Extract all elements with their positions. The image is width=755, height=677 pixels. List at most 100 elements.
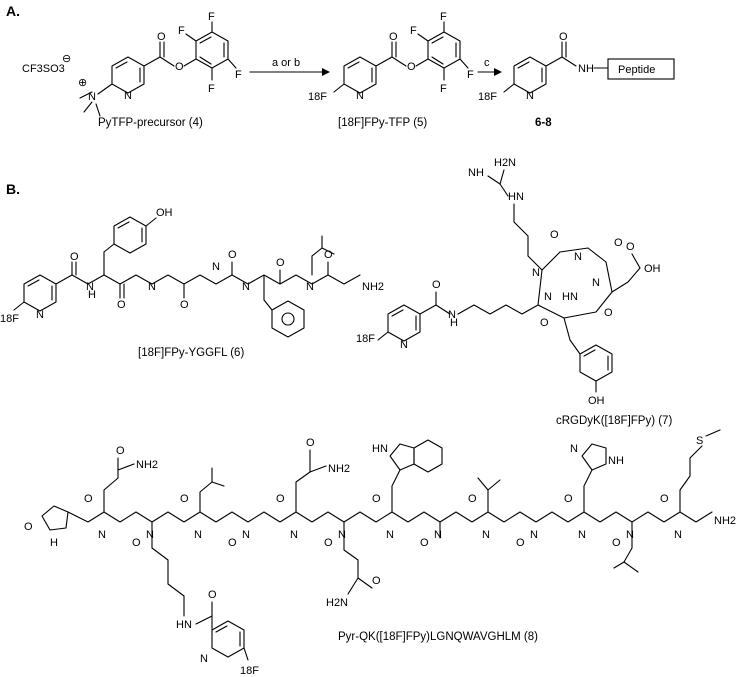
fluorine-5c: F bbox=[467, 69, 474, 81]
pyr-o1: O bbox=[84, 493, 93, 505]
pyr-o11: O bbox=[564, 493, 573, 505]
ygg-o5: O bbox=[276, 257, 285, 269]
f18-label-p: 18F bbox=[478, 91, 497, 103]
ester-o-5: O bbox=[407, 61, 416, 73]
pyr-n12: N bbox=[626, 529, 634, 541]
pyr-hn: H bbox=[50, 537, 58, 549]
crgd-oh: OH bbox=[644, 263, 661, 275]
pyr-n10: N bbox=[530, 529, 538, 541]
pyr-n11: N bbox=[578, 529, 586, 541]
pyr-caption: Pyr-QK([18F]FPy)LGNQWAVGHLM (8) bbox=[338, 631, 538, 643]
fluorine-5a: F bbox=[410, 25, 417, 37]
pyr-his-nh: NH bbox=[608, 455, 624, 467]
arrow-2-label: c bbox=[484, 57, 490, 69]
ygg-o1: O bbox=[70, 251, 79, 263]
pyr-gln-o: O bbox=[116, 445, 125, 457]
quaternary-nitrogen: N bbox=[88, 91, 96, 103]
fluorine-5b: F bbox=[440, 11, 447, 23]
pyr-trp-hn: HN bbox=[372, 443, 388, 455]
crgd-n1: N bbox=[448, 309, 456, 321]
crgd-o3: O bbox=[550, 229, 559, 241]
pyr-asn-o: O bbox=[306, 437, 315, 449]
crgd-n2: N bbox=[544, 291, 552, 303]
pyr-n5: N bbox=[290, 529, 298, 541]
crgd-n5: N bbox=[592, 277, 600, 289]
pyr-gln2-h2n: H2N bbox=[326, 597, 348, 609]
ygg-n4: N bbox=[242, 281, 250, 293]
crgd-o2: O bbox=[540, 317, 549, 329]
crgd-o6: O bbox=[626, 241, 635, 253]
crgd-o1: O bbox=[432, 279, 441, 291]
pyr-structure: O H N N N N N N N N N N N N N NH2 O O O … bbox=[24, 429, 736, 677]
ygg-o3: O bbox=[180, 299, 189, 311]
precursor-caption: PyTFP-precursor (4) bbox=[98, 117, 203, 129]
crgd-tyr-oh: OH bbox=[588, 395, 605, 407]
crgd-n4: N bbox=[574, 251, 582, 263]
ygg-structure: N 18F O H N OH O N O N O N O N bbox=[0, 207, 384, 359]
pyridine-n-5: N bbox=[356, 90, 364, 102]
pyr-o5: O bbox=[276, 493, 285, 505]
pyr-his-n: N bbox=[570, 443, 578, 455]
crgd-h2n: H2N bbox=[494, 157, 516, 169]
crgd-nh-imine: NH bbox=[468, 167, 484, 179]
pyr-gln2-o: O bbox=[372, 575, 381, 587]
pyr-o13: O bbox=[660, 493, 669, 505]
ygg-nh1: H bbox=[88, 289, 96, 301]
pyr-n1: N bbox=[98, 529, 106, 541]
pyr-n7: N bbox=[386, 529, 394, 541]
f18-label-5: 18F bbox=[308, 91, 327, 103]
carbonyl-o-p: O bbox=[559, 31, 568, 43]
section-a-label: A. bbox=[6, 3, 20, 19]
pyr-o8: O bbox=[420, 537, 429, 549]
ygg-o2: O bbox=[117, 299, 126, 311]
pyr-n13: N bbox=[674, 529, 682, 541]
ygg-oh: OH bbox=[156, 207, 173, 219]
ygg-o6: O bbox=[324, 249, 333, 261]
crgd-nh1: H bbox=[450, 317, 458, 329]
ygg-f18: 18F bbox=[0, 313, 19, 325]
ygg-n2: N bbox=[148, 281, 156, 293]
carbonyl-o-5: O bbox=[389, 31, 398, 43]
section-b-label: B. bbox=[6, 181, 20, 197]
pyr-asn-nh2: NH2 bbox=[328, 463, 350, 475]
ygg-n1: N bbox=[86, 281, 94, 293]
pyr-o6: O bbox=[324, 537, 333, 549]
tfp-caption: [18F]FPy-TFP (5) bbox=[338, 117, 427, 129]
pyr-gln-nh2: NH2 bbox=[136, 459, 158, 471]
pyr-o7: O bbox=[372, 493, 381, 505]
ygg-pyridine-n: N bbox=[36, 309, 44, 321]
ygg-n5: N bbox=[306, 281, 314, 293]
pyr-o2: O bbox=[132, 537, 141, 549]
pyr-n3: N bbox=[194, 529, 202, 541]
pyr-lys-o: O bbox=[208, 589, 217, 601]
counterion-charge: ⊖ bbox=[62, 53, 71, 65]
pyr-o3: O bbox=[180, 493, 189, 505]
peptide-box-label: Peptide bbox=[618, 64, 655, 76]
pyr-n4: N bbox=[242, 529, 250, 541]
peptide-box bbox=[607, 58, 675, 80]
pyr-n8: N bbox=[434, 529, 442, 541]
cation-charge: ⊕ bbox=[78, 77, 87, 89]
carbonyl-o: O bbox=[157, 31, 166, 43]
ester-o: O bbox=[175, 61, 184, 73]
fluorine-3: F bbox=[235, 69, 242, 81]
pyr-fpy-f18: 18F bbox=[240, 665, 259, 677]
pyr-n2: N bbox=[146, 529, 154, 541]
crgd-structure: N 18F O H N N N N N HN O O O O HN NH H2N… bbox=[356, 157, 672, 427]
amide-nh: NH bbox=[578, 63, 594, 75]
pyr-n6: N bbox=[338, 529, 346, 541]
ygg-n3: N bbox=[212, 261, 220, 273]
crgd-nh-arg: HN bbox=[508, 191, 524, 203]
pyr-o10: O bbox=[516, 537, 525, 549]
arrow-1-label: a or b bbox=[272, 57, 300, 69]
pyr-o4: O bbox=[228, 537, 237, 549]
counterion-label: CF3SO3 bbox=[22, 63, 65, 75]
pyridine-n-p: N bbox=[526, 90, 534, 102]
pyr-o12: O bbox=[612, 537, 621, 549]
pyr-o9: O bbox=[468, 493, 477, 505]
precursor-structure: CF3SO3 ⊖ ⊕ N N O O F F F F PyTF bbox=[22, 11, 242, 129]
crgd-pyridine-n: N bbox=[400, 339, 408, 351]
pyr-fpy-n: N bbox=[200, 653, 208, 665]
ygg-o4: O bbox=[228, 249, 237, 261]
fluorine-4: F bbox=[208, 83, 215, 95]
